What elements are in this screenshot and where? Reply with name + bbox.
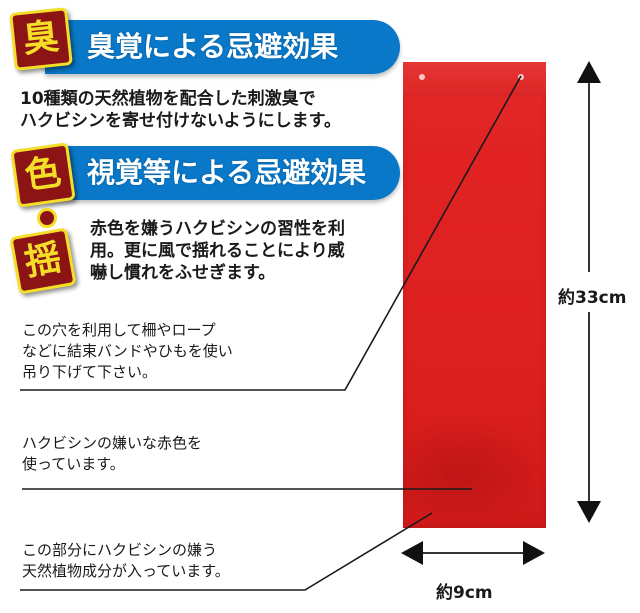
badge-separator-dot [37, 208, 57, 228]
hole-leader-line [20, 75, 522, 391]
ingredient-pocket-texture [403, 418, 546, 528]
red-repellent-bag-image [403, 62, 546, 528]
width-dimension-label: 約9cm [436, 578, 493, 603]
hanging-hole-left [419, 74, 425, 80]
height-dimension-label: 約33cm [558, 283, 627, 308]
visual-effect-banner: 視覚等による忌避効果 [45, 146, 400, 200]
visual-effect-title: 視覚等による忌避効果 [87, 156, 367, 189]
color-annotation: ハクビシンの嫌いな赤色を 使っています。 [22, 434, 203, 473]
ingredient-leader-line [20, 512, 433, 591]
height-arrow [577, 61, 601, 523]
ingredient-annotation: この部分にハクビシンの嫌う 天然植物成分が入っています。 [22, 541, 230, 580]
width-arrow [401, 541, 545, 565]
smell-effect-description: 10種類の天然植物を配合した刺激臭で ハクビシンを寄せ付けないようにします。 [20, 89, 341, 131]
smell-effect-title: 臭覚による忌避効果 [87, 30, 339, 63]
smell-effect-banner: 臭覚による忌避効果 [45, 20, 400, 74]
hole-annotation: この穴を利用して柵やロープ などに結束バンドやひもを使い 吊り下げて下さい。 [22, 321, 233, 381]
visual-effect-description: 赤色を嫌うハクビシンの習性を利 用。更に風で揺れることにより威 嚇し慣れをふせぎ… [90, 219, 345, 283]
